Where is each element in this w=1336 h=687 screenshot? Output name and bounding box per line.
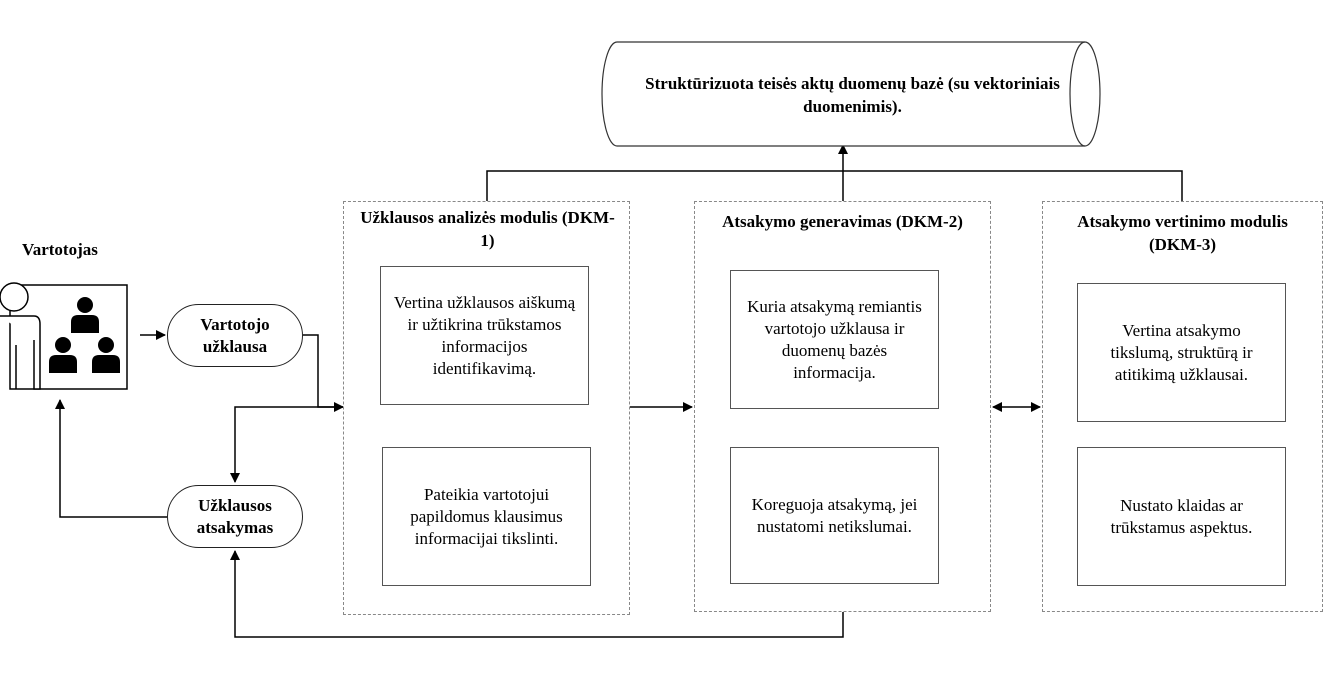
user-icon xyxy=(0,282,128,390)
module-dkm2-title: Atsakymo generavimas (DKM-2) xyxy=(722,212,963,231)
database-shape xyxy=(601,41,1101,147)
arrow-dkm1-to-answer xyxy=(230,406,343,483)
arrow-answer-to-user xyxy=(55,399,167,518)
line-dkm1-to-bus xyxy=(486,170,1183,201)
arrow-query-to-dkm1 xyxy=(303,334,344,412)
module-dkm2 xyxy=(694,201,991,612)
module-dkm1-title: Užklausos analizės modulis (DKM-1) xyxy=(360,208,615,250)
module-dkm2-box-1: Kuria atsakymą remiantis vartotojo užkla… xyxy=(730,270,939,409)
module-dkm1 xyxy=(343,201,630,615)
module-dkm1-box-1: Vertina užklausos aiškumą ir užtikrina t… xyxy=(380,266,589,405)
module-dkm3 xyxy=(1042,201,1323,612)
module-dkm3-box-2: Nustato klaidas ar trūkstamus aspektus. xyxy=(1077,447,1286,586)
user-query-node: Vartotojo užklausa xyxy=(167,304,303,367)
group-icon xyxy=(49,297,120,373)
module-dkm3-title: Atsakymo vertinimo modulis (DKM-3) xyxy=(1077,212,1288,254)
module-dkm3-box-1: Vertina atsakymo tikslumą, struktūrą ir … xyxy=(1077,283,1286,422)
arrow-dkm2-to-answer xyxy=(230,550,844,638)
query-answer-node: Užklausos atsakymas xyxy=(167,485,303,548)
module-dkm1-box-2: Pateikia vartotojui papildomus klausimus… xyxy=(382,447,591,586)
user-label: Vartotojas xyxy=(22,240,98,259)
database-label: Struktūrizuota teisės aktų duomenų bazė … xyxy=(645,74,1060,116)
module-dkm2-box-2: Koreguoja atsakymą, jei nustatomi netiks… xyxy=(730,447,939,584)
